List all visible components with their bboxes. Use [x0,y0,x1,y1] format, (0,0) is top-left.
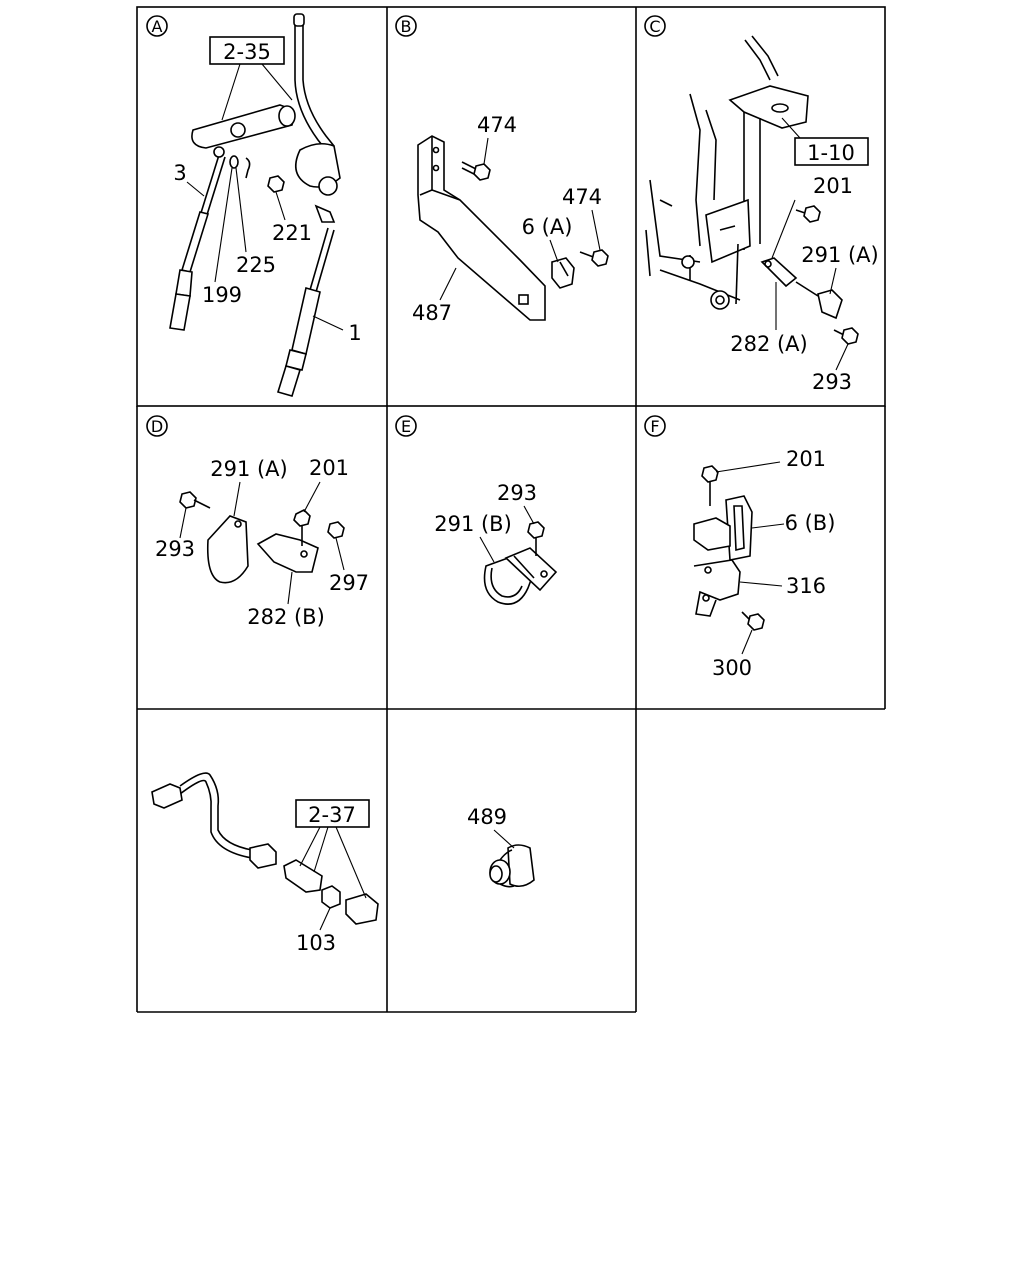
label-293-d: 293 [155,537,195,561]
label-291a-c: 291 (A) [801,243,879,267]
panel-c-letter: C [649,17,660,36]
fitting [283,859,323,893]
sleeve [345,893,379,925]
nut-103 [321,885,341,909]
bolt-300 [741,611,765,631]
label-3: 3 [173,161,186,185]
panel-b: B 474 474 6 (A) 487 [395,15,609,325]
panel-g-ref-text: 2-37 [308,803,356,827]
shift-lever [293,13,341,196]
label-489: 489 [467,805,507,829]
bolt-474-upper [461,161,491,181]
panel-f-letter: F [650,417,659,436]
panel-e: E 293 291 (B) [395,415,558,605]
label-221: 221 [272,221,312,245]
pad-6b [725,495,753,561]
lever-arm [191,104,296,149]
label-6a: 6 (A) [522,215,573,239]
panel-e-letter: E [401,417,411,436]
panel-c-marker [644,15,666,37]
label-300: 300 [712,656,752,680]
frame-structure [645,35,809,310]
panel-c: C 1-10 [644,15,879,394]
clamp-291a-d [206,515,249,584]
label-201-c: 201 [813,174,853,198]
label-474-upper: 474 [477,113,517,137]
panel-a-ref-text: 2-35 [223,40,271,64]
nut-297 [327,521,345,539]
label-201-d: 201 [309,456,349,480]
label-316: 316 [786,574,826,598]
bracket-282b [256,533,319,573]
bracket-316 [693,517,741,617]
clamp-291a [817,289,843,320]
label-282a: 282 (A) [730,332,808,356]
label-199: 199 [202,283,242,307]
hydraulic-hose [151,772,277,869]
bolt-293-d [179,491,211,509]
bolt-201-c [795,205,821,223]
panel-d: D 291 (A) 201 293 297 282 (B) [146,415,369,629]
bolt-474-lower [579,249,609,267]
bolt-293-c [833,327,859,345]
label-225: 225 [236,253,276,277]
label-293-e: 293 [497,481,537,505]
clip-6a [551,257,575,289]
clamp-291b [483,547,558,605]
label-474-lower: 474 [562,185,602,209]
label-201-f: 201 [786,447,826,471]
bolt-201-f [701,465,719,506]
bracket-282a [760,257,798,288]
label-103: 103 [296,931,336,955]
panel-c-ref-text: 1-10 [807,141,855,165]
bracket-487 [417,135,546,321]
label-291a-d: 291 (A) [210,457,288,481]
panel-b-letter: B [401,17,412,36]
panel-b-marker [395,15,417,37]
label-6b: 6 (B) [785,511,836,535]
panel-d-marker [146,415,168,437]
bushing-489 [489,844,535,888]
panel-d-letter: D [151,417,163,436]
label-1: 1 [348,321,361,345]
panel-h: 489 [467,805,535,888]
panel-a: A 2-35 [146,13,362,397]
panel-g: 2-37 103 [151,772,379,955]
panel-a-letter: A [152,17,163,36]
bolt-293-e [527,521,545,556]
panel-f-marker [644,415,666,437]
label-487: 487 [412,301,452,325]
cable-3 [169,146,226,331]
panel-grid [136,6,886,1013]
label-282b: 282 (B) [247,605,325,629]
cable-1 [276,204,336,397]
nut-221 [267,175,285,193]
label-291b: 291 (B) [434,512,512,536]
label-297: 297 [329,571,369,595]
panel-g-ref-box [295,799,370,828]
panel-c-ref-box [794,137,869,166]
panel-a-ref-box [209,36,285,65]
bolt-201-d [293,509,311,546]
washer-225 [229,155,239,169]
panel-f: F 201 6 (B) 316 300 [644,415,836,680]
panel-a-marker [146,15,168,37]
label-293-c: 293 [812,370,852,394]
panel-e-marker [395,415,417,437]
clamp-hardware [795,281,819,297]
clip-199 [245,157,251,179]
